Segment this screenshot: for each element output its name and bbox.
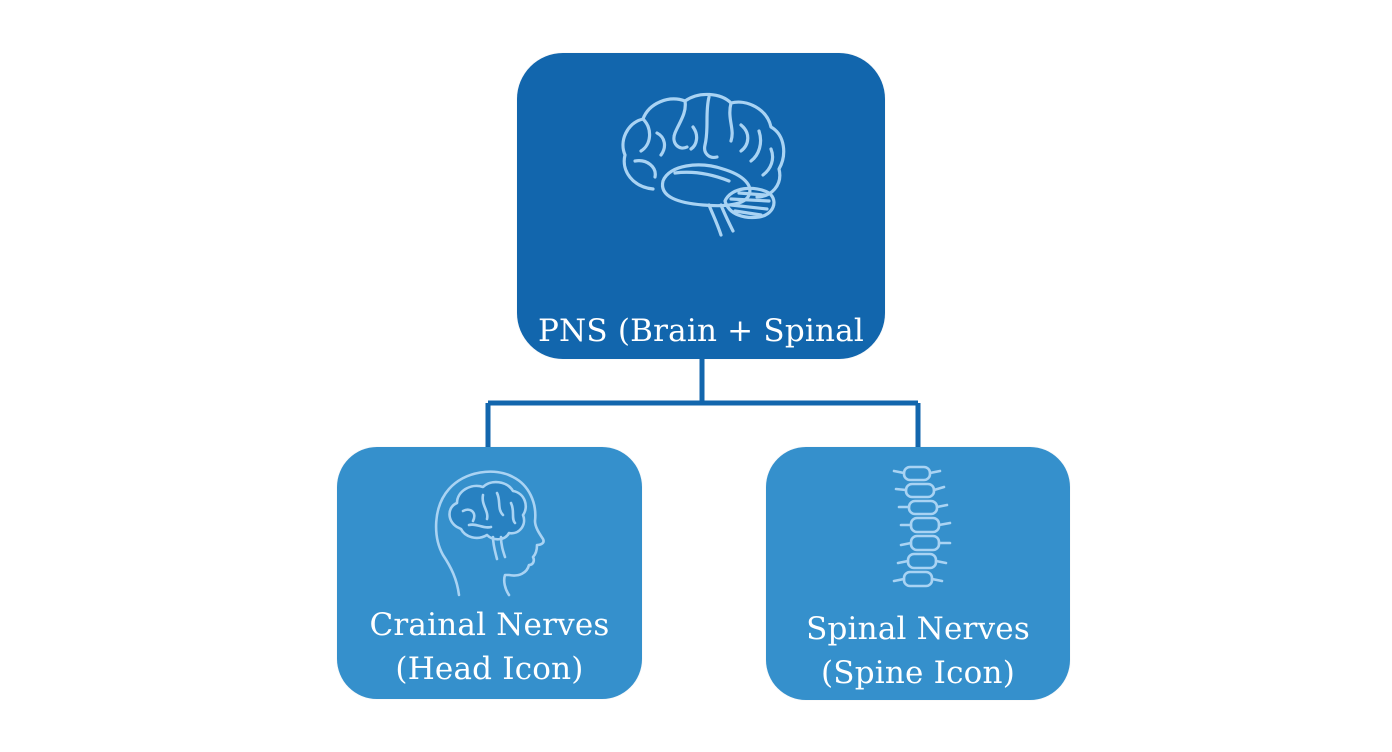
head-icon [434,470,545,597]
brain-icon [621,92,786,237]
child-node-cranial-nerves: Crainal Nerves (Head Icon) [337,447,642,699]
child-label-cranial: Crainal Nerves (Head Icon) [369,607,610,687]
child-label-spinal: Spinal Nerves (Spine Icon) [806,611,1030,691]
root-node-pns: PNS (Brain + Spinal Cord Icon) [517,53,885,393]
child-node-spinal-nerves: Spinal Nerves (Spine Icon) [766,447,1070,700]
root-label: PNS (Brain + Spinal Cord Icon) [538,313,864,393]
spine-icon [892,465,952,588]
